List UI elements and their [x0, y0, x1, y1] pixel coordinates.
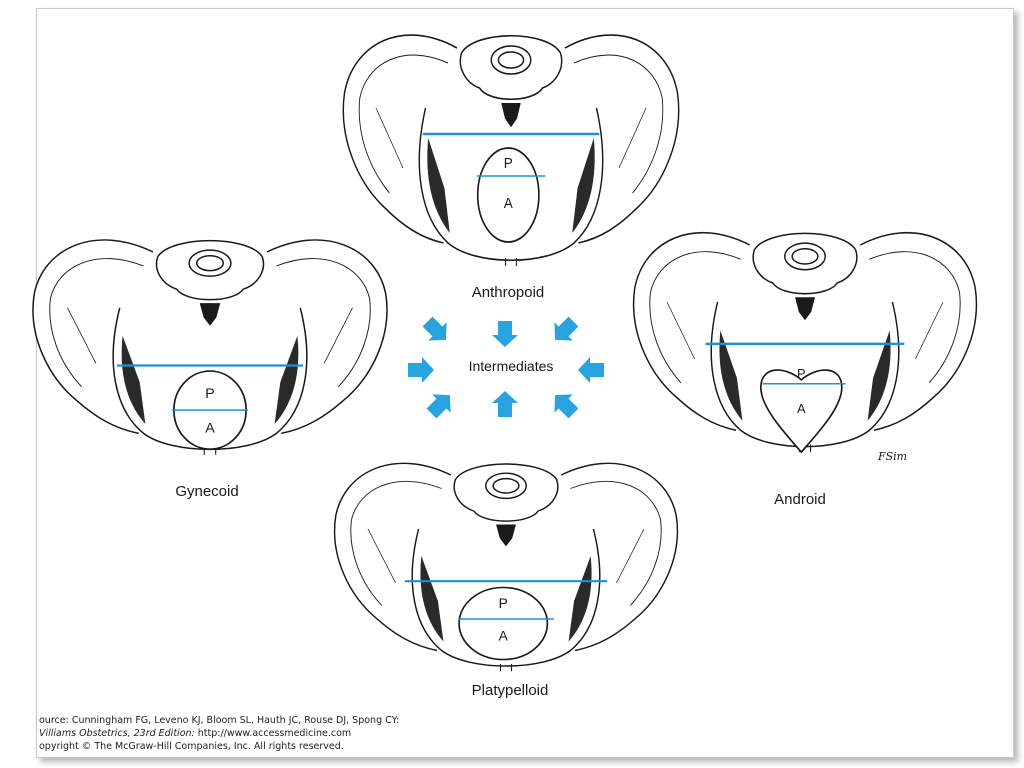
arrow-0 [422, 316, 447, 341]
gynecoid-vertebra [188, 249, 232, 277]
source-line-authors: ource: Cunningham FG, Leveno KJ, Bloom S… [39, 715, 400, 726]
arrow-5 [426, 394, 451, 419]
android-pelvis: PA [632, 231, 978, 453]
source-url: http://www.accessmedicine.com [197, 728, 352, 739]
platypelloid-coccyx [496, 524, 516, 546]
arrow-6 [492, 391, 518, 417]
android-inlet-anterior-label: A [797, 401, 806, 416]
platypelloid-pelvis: PA [333, 462, 679, 672]
gynecoid-coccyx [199, 302, 221, 326]
anthropoid-coccyx [501, 102, 521, 127]
android-inlet-posterior-label: P [797, 366, 806, 381]
platypelloid-inlet-posterior-label: P [499, 596, 508, 611]
android-coccyx [795, 297, 815, 320]
platypelloid-pubic-symphysis [499, 664, 513, 672]
anthropoid-pelvis: PA [342, 34, 680, 266]
gynecoid-pelvis: PA [32, 239, 388, 455]
platypelloid-inlet-anterior-label: A [499, 629, 509, 644]
anthropoid-inlet-posterior-label: P [504, 155, 513, 172]
anthropoid-pubic-symphysis [505, 258, 517, 266]
illustrator-signature: FSim [877, 450, 907, 463]
intermediates-label: Intermediates [468, 358, 554, 374]
anthropoid-inlet-outline [476, 147, 540, 243]
gynecoid-inlet-anterior-label: A [205, 420, 215, 436]
arrow-4 [578, 357, 604, 383]
platypelloid-vertebra [485, 472, 527, 500]
intermediates-arrows [408, 316, 604, 419]
android-vertebra [784, 242, 826, 271]
source-citation: ource: Cunningham FG, Leveno KJ, Bloom S… [39, 714, 639, 762]
source-line-book: Villiams Obstetrics, 23rd Edition: http:… [39, 727, 639, 740]
platypelloid-inlet-outline [458, 586, 549, 661]
source-book-title: Villiams Obstetrics, 23rd Edition: [39, 728, 195, 739]
android-inlet-outline [760, 369, 843, 453]
gynecoid-inlet-posterior-label: P [205, 385, 215, 401]
label-platypelloid: Platypelloid [471, 682, 549, 699]
arrow-7 [554, 394, 579, 419]
anthropoid-inlet-anterior-label: A [504, 195, 513, 212]
label-gynecoid: Gynecoid [175, 483, 239, 500]
label-anthropoid: Anthropoid [471, 284, 545, 301]
source-copyright: opyright © The McGraw-Hill Companies, In… [39, 741, 344, 752]
arrow-3 [408, 357, 434, 383]
label-android: Android [774, 491, 826, 508]
arrow-1 [492, 321, 518, 347]
arrow-2 [554, 316, 579, 341]
anthropoid-vertebra [490, 45, 532, 75]
